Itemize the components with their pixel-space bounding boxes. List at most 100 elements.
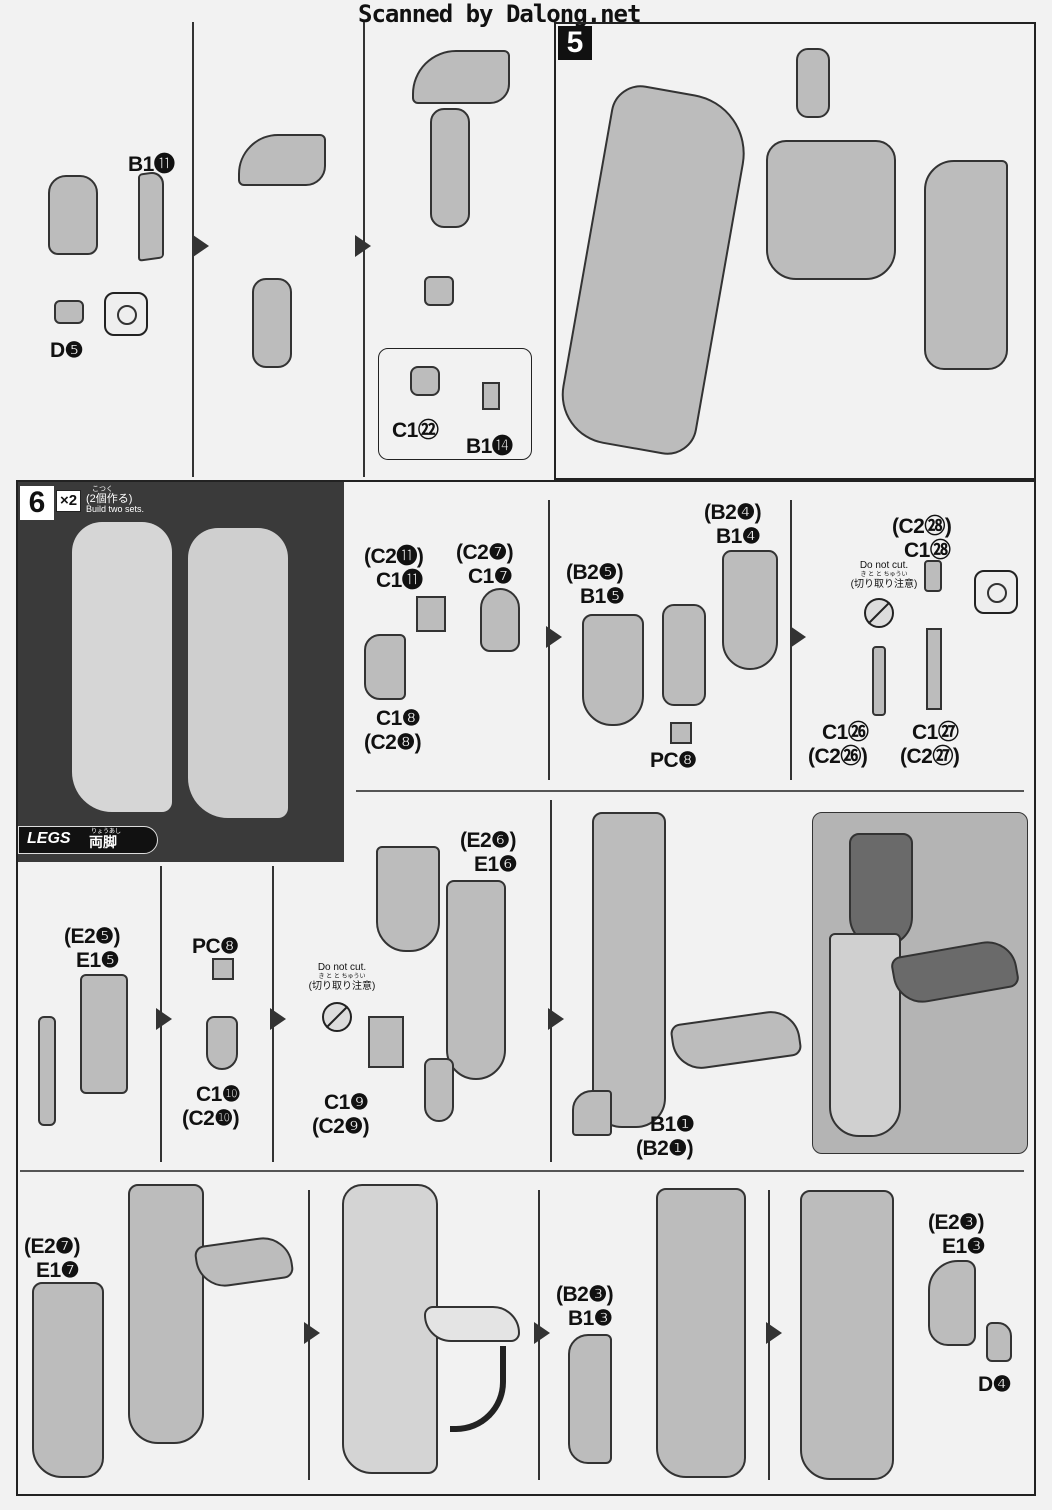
joint-block bbox=[416, 596, 446, 632]
detail-view-icon bbox=[974, 570, 1018, 614]
label-c1-27: C1㉗ bbox=[912, 721, 959, 744]
leg-illustration bbox=[72, 522, 172, 812]
label-b1-5: B1❺ bbox=[580, 585, 625, 608]
leg-assembly bbox=[656, 1188, 746, 1478]
label-b1-4: B1❹ bbox=[716, 525, 761, 548]
flow-arrow-icon bbox=[766, 1322, 782, 1344]
right-arm bbox=[924, 160, 1008, 370]
do-not-cut-note: Do not cut. き と と ちゅうい (切り取り注意) bbox=[300, 962, 384, 993]
shin-rod bbox=[38, 1016, 56, 1126]
flow-arrow-icon bbox=[546, 626, 562, 648]
do-not-cut-note: Do not cut. き と と ちゅうい (切り取り注意) bbox=[836, 560, 932, 591]
label-e2-6: (E2❻) bbox=[460, 829, 517, 852]
do-not-cut-ja: (切り取り注意) bbox=[308, 981, 376, 992]
label-c2-10: (C2❿) bbox=[182, 1107, 240, 1130]
do-not-cut-ja: (切り取り注意) bbox=[850, 579, 918, 590]
label-b2-4: (B2❹) bbox=[704, 501, 762, 524]
label-e1-6: E1❻ bbox=[474, 853, 518, 876]
label-c2-28: (C2㉘) bbox=[892, 515, 952, 538]
label-c2-27: (C2㉗) bbox=[900, 745, 960, 768]
label-c2-7: (C2❼) bbox=[456, 541, 514, 564]
armor-tab bbox=[482, 382, 500, 410]
step6-frame bbox=[16, 480, 1036, 1496]
leg-assembly bbox=[128, 1184, 204, 1444]
knee-armor bbox=[364, 634, 406, 700]
pc-joint bbox=[212, 958, 234, 980]
divider bbox=[192, 22, 194, 477]
label-b2-5: (B2❺) bbox=[566, 561, 624, 584]
step5-frame bbox=[554, 22, 1036, 480]
cylinder-part bbox=[924, 560, 942, 592]
flow-arrow-icon bbox=[790, 626, 806, 648]
label-c2-9: (C2❾) bbox=[312, 1115, 370, 1138]
legs-tag: LEGS りょうあし 両脚 bbox=[18, 826, 158, 854]
shoulder-armor bbox=[238, 134, 326, 186]
knee-plate bbox=[480, 588, 520, 652]
forearm-part bbox=[48, 175, 98, 255]
step6-number: 6 bbox=[20, 486, 54, 520]
label-c2-11: (C2⓫) bbox=[364, 545, 424, 568]
label-b1-3: B1❸ bbox=[568, 1307, 613, 1330]
pc-joint bbox=[670, 722, 692, 744]
leg-result bbox=[849, 833, 913, 947]
label-pc8: PC❽ bbox=[650, 749, 697, 772]
rod-part bbox=[872, 646, 886, 716]
leg-illustration bbox=[188, 528, 288, 818]
ankle-guard bbox=[572, 1090, 612, 1136]
quantity-text-ja: (2個作る) bbox=[86, 493, 133, 505]
thigh-armor-front bbox=[582, 614, 644, 726]
label-c1-7: C1❼ bbox=[468, 565, 513, 588]
leg-assembly bbox=[800, 1190, 894, 1480]
head-part bbox=[796, 48, 830, 118]
label-c1-10: C1❿ bbox=[196, 1083, 241, 1106]
armor-piece bbox=[138, 170, 164, 262]
torso-part bbox=[766, 140, 896, 280]
side-armor-folded bbox=[424, 1306, 520, 1342]
label-e1-7: E1❼ bbox=[36, 1259, 80, 1282]
upper-arm bbox=[252, 278, 292, 368]
label-d4: D❹ bbox=[978, 1373, 1012, 1396]
shoulder-armor bbox=[412, 50, 510, 104]
row-divider bbox=[20, 1170, 1024, 1172]
label-c1-26: C1㉖ bbox=[822, 721, 869, 744]
legs-tag-en: LEGS bbox=[27, 830, 71, 847]
thigh-armor-back bbox=[722, 550, 778, 670]
do-not-cut-ruby: き と と ちゅうい bbox=[860, 572, 908, 578]
knee-armor-top bbox=[376, 846, 440, 952]
label-d5: D❺ bbox=[50, 339, 84, 362]
do-not-cut-ruby: き と と ちゅうい bbox=[318, 974, 366, 980]
small-armor bbox=[986, 1322, 1012, 1362]
label-c2-26: (C2㉖) bbox=[808, 745, 868, 768]
quantity-text-en: Build two sets. bbox=[86, 504, 145, 514]
label-b1-11: B1⓫ bbox=[128, 153, 175, 176]
flow-arrow-icon bbox=[534, 1322, 550, 1344]
label-c2-8: (C2❽) bbox=[364, 731, 422, 754]
shin-armor bbox=[32, 1282, 104, 1478]
flow-arrow-icon bbox=[304, 1322, 320, 1344]
label-c1-22: C1㉒ bbox=[392, 419, 439, 442]
frame-part bbox=[926, 628, 942, 710]
joint-block bbox=[368, 1016, 404, 1068]
label-e1-3: E1❸ bbox=[942, 1235, 986, 1258]
label-b1-14: B1⓮ bbox=[466, 435, 513, 458]
quantity-badge: ×2 bbox=[56, 490, 82, 512]
quantity-ruby: こつく bbox=[92, 486, 113, 493]
elbow-joint bbox=[424, 276, 454, 306]
joint-cap bbox=[54, 300, 84, 324]
arm-assembly bbox=[430, 108, 470, 228]
flow-arrow-icon bbox=[156, 1008, 172, 1030]
label-b2-1: (B2❶) bbox=[636, 1137, 694, 1160]
legs-tag-ruby: りょうあし bbox=[91, 829, 122, 835]
flow-arrow-icon bbox=[270, 1008, 286, 1030]
do-not-cut-en: Do not cut. bbox=[317, 962, 367, 973]
label-c1-9: C1❾ bbox=[324, 1091, 369, 1114]
joint-part bbox=[410, 366, 440, 396]
legs-photo bbox=[18, 482, 344, 862]
leg-frame bbox=[446, 880, 506, 1080]
callout-box bbox=[378, 348, 532, 460]
no-cut-icon bbox=[322, 1002, 352, 1032]
label-pc8-row2: PC❽ bbox=[192, 935, 239, 958]
label-b1-1: B1❶ bbox=[650, 1113, 695, 1136]
label-e2-7: (E2❼) bbox=[24, 1235, 81, 1258]
flow-arrow-icon bbox=[355, 235, 371, 257]
